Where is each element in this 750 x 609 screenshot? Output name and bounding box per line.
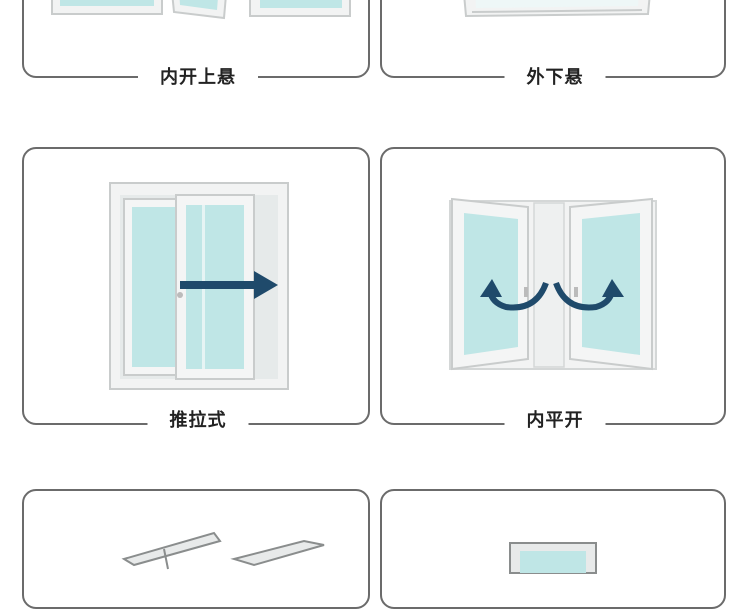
card-label: 外下悬 [504, 67, 606, 89]
tilt-turn-window-illustration [51, 0, 351, 20]
sliding-window-illustration [109, 182, 289, 390]
card-tilt-turn-inward: 内开上悬 [22, 0, 370, 89]
casement-window-illustration [449, 197, 657, 371]
window-illustration [509, 542, 597, 574]
card-bottom-right [380, 489, 726, 609]
top-hung-window-illustration [463, 0, 651, 18]
card-label: 内平开 [504, 410, 606, 432]
card-top-hung-outward: 外下悬 [380, 0, 726, 89]
card-bottom-left [22, 489, 370, 609]
window-illustration [121, 531, 325, 570]
card-label: 内开上悬 [138, 67, 258, 89]
card-label: 推拉式 [147, 410, 249, 432]
card-casement-inward: 内平开 [380, 147, 726, 432]
card-sliding: 推拉式 [22, 147, 370, 432]
